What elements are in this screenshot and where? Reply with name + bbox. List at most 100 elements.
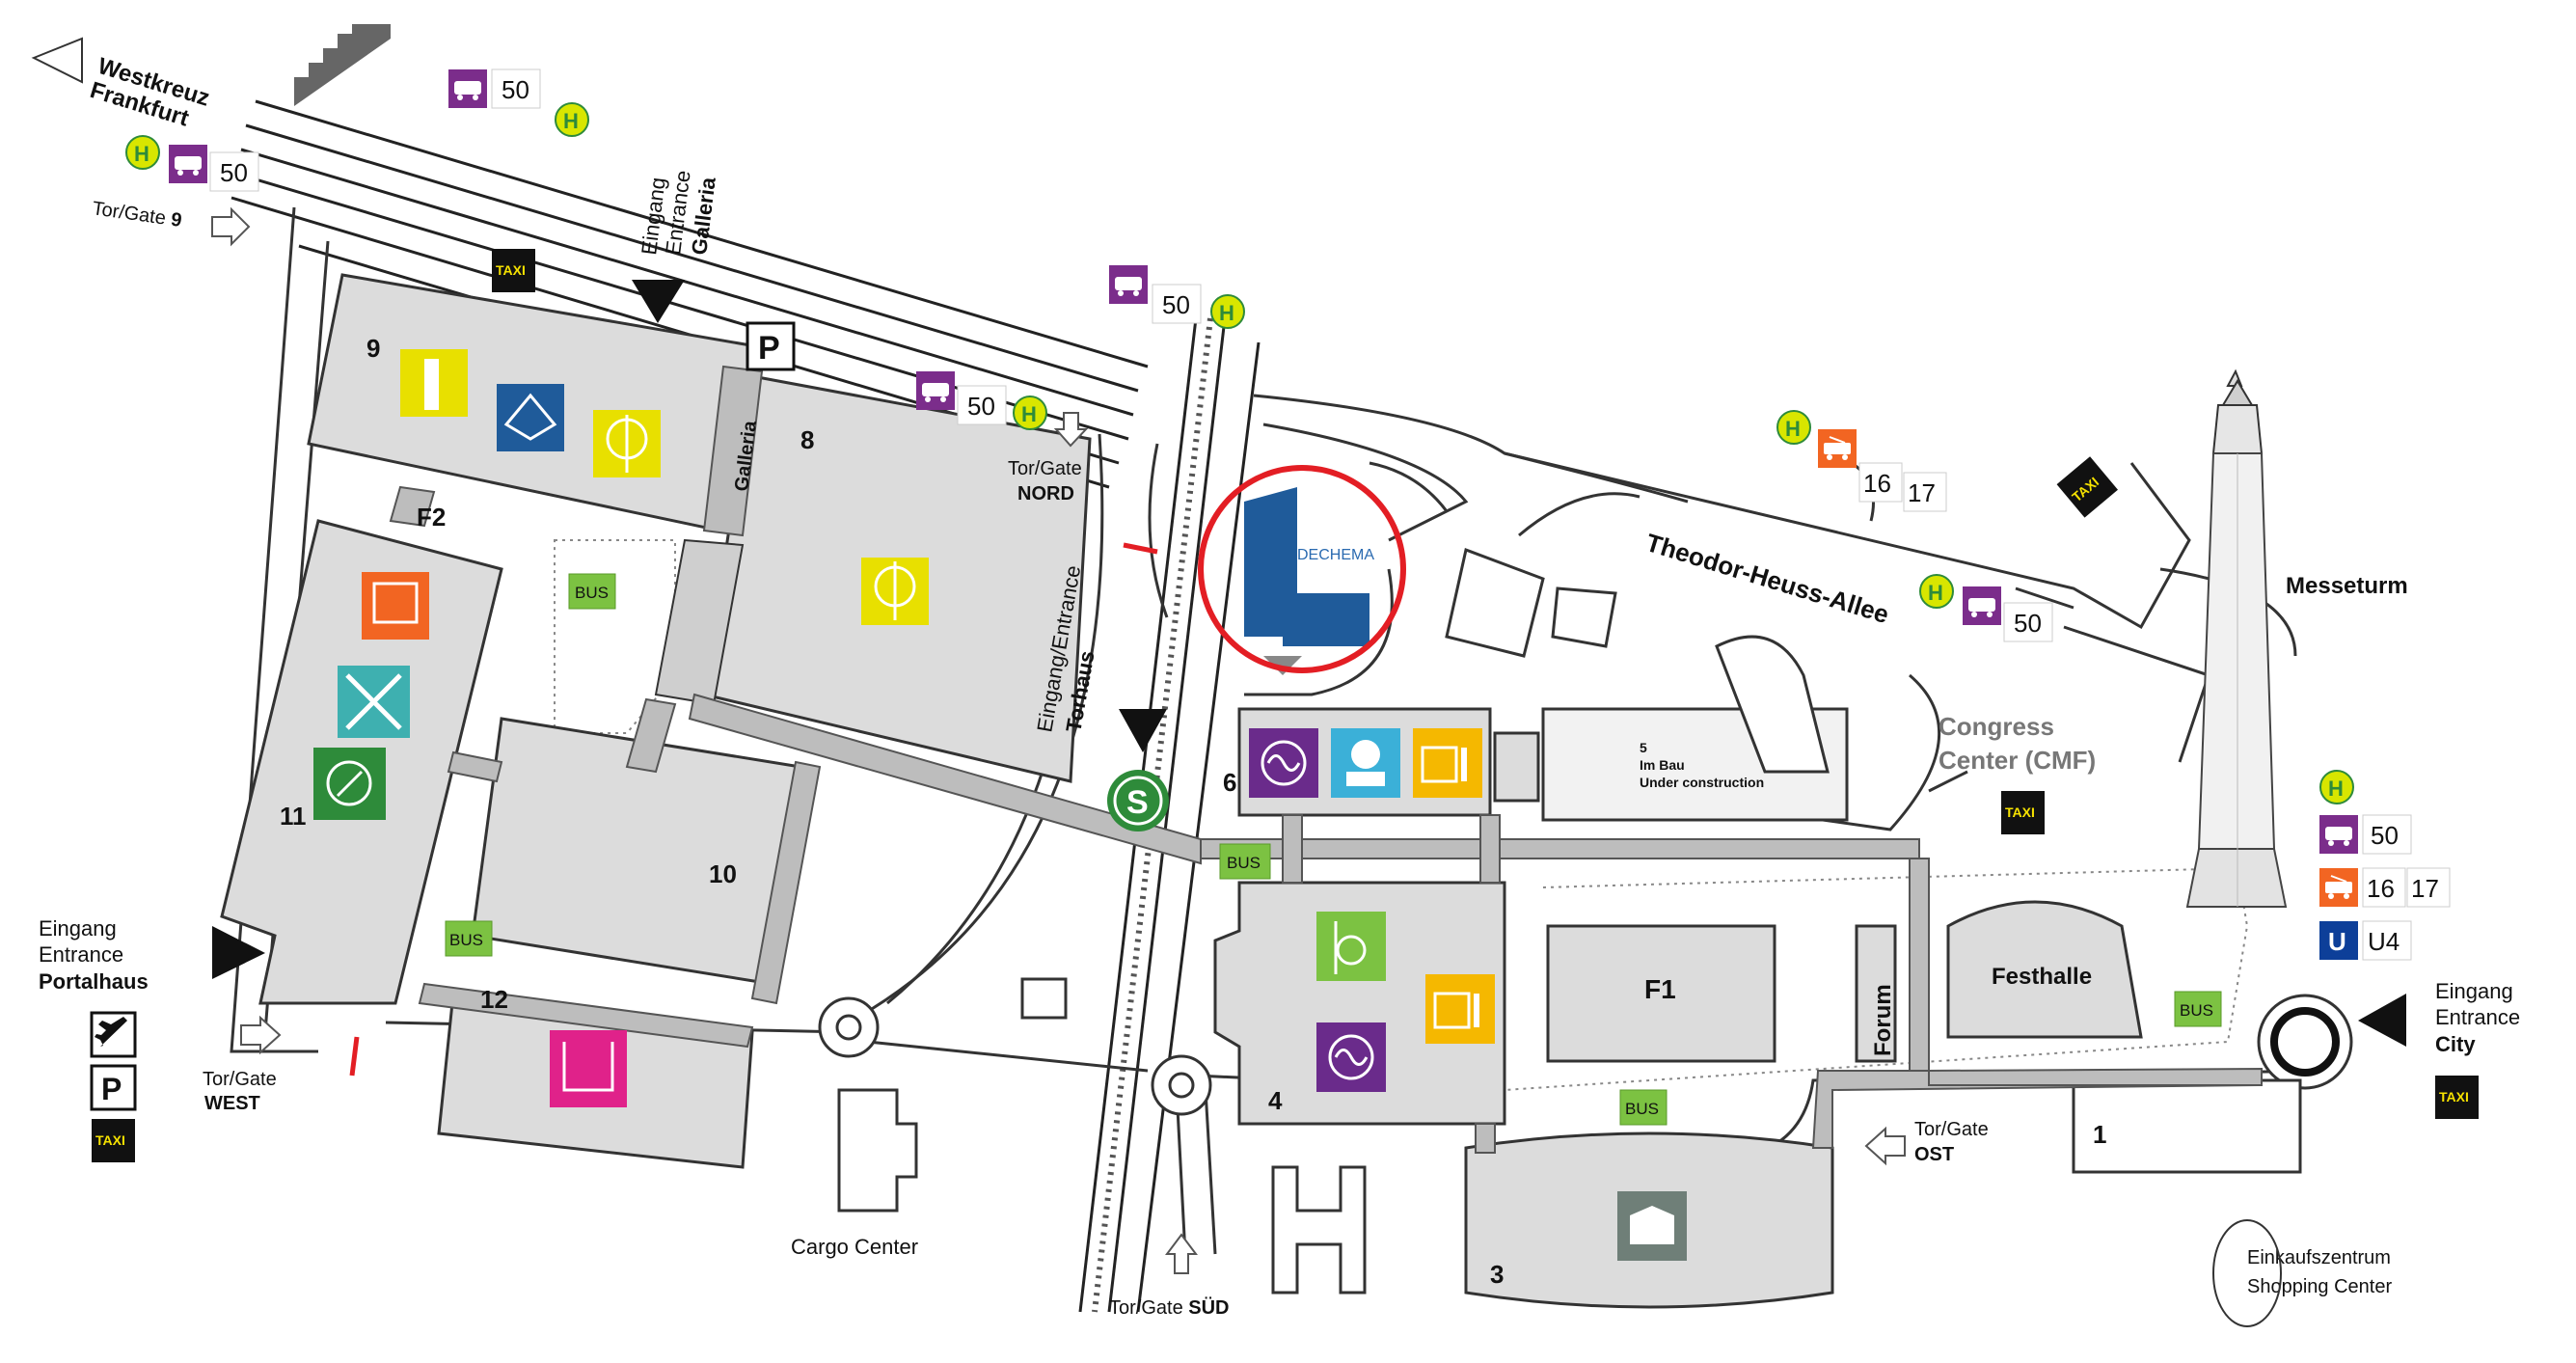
airport-icon: [90, 1011, 137, 1058]
svg-text:H: H: [1785, 417, 1801, 441]
svg-text:P: P: [758, 330, 780, 367]
svg-text:17: 17: [1908, 478, 1936, 507]
transit-badge-bus-50-west[interactable]: H 50: [125, 135, 259, 192]
svg-text:NORD: NORD: [1017, 483, 1074, 504]
transit-badge-bus-50-torhaus[interactable]: 50 H: [1109, 265, 1245, 329]
entrance-arrow-icon: [632, 280, 685, 323]
hall-f1-label: F1: [1644, 974, 1676, 1004]
transit-badge-tram-16-17[interactable]: H 16 17: [1776, 410, 1947, 512]
taxi-signs: TAXI TAXI TAXI TAXI TAXI: [92, 249, 2479, 1162]
svg-text:H: H: [1219, 301, 1234, 325]
entrance-arrow-icon: [1119, 709, 1167, 752]
transit-badge-bus-50-allee[interactable]: H 50: [1919, 574, 2053, 642]
svg-text:H: H: [1928, 581, 1943, 605]
svg-text:Entrance: Entrance: [39, 942, 123, 967]
gate-9[interactable]: Tor/Gate 9: [91, 198, 251, 247]
bus-icon: [2319, 815, 2358, 854]
dechema-building: DECHEMA: [1244, 487, 1374, 675]
hall-6-annex: [1493, 731, 1540, 803]
bus-icon: [1963, 586, 2001, 625]
svg-text:17: 17: [2411, 874, 2439, 903]
svg-text:50: 50: [967, 392, 995, 421]
transit-badge-bus-50-hall8[interactable]: 50 H: [916, 371, 1047, 430]
hall-labels: 9 8 F2 11 10 12 6 4 F1 3 1 5 Im Bau Unde…: [280, 334, 2106, 1289]
hall-12-label: 12: [480, 985, 508, 1014]
svg-text:OST: OST: [1914, 1144, 1954, 1165]
gate-west[interactable]: Tor/Gate WEST: [203, 1015, 282, 1114]
svg-text:Portalhaus: Portalhaus: [39, 969, 149, 994]
entrance-arrow-icon: [212, 926, 265, 979]
svg-text:Eingang: Eingang: [2435, 979, 2513, 1003]
hall-5-status-en: Under construction: [1640, 775, 1764, 790]
svg-text:50: 50: [502, 75, 529, 104]
tram-icon: [1817, 428, 1857, 469]
hall-10-label: 10: [709, 859, 737, 888]
forum-label: Forum: [1870, 984, 1896, 1056]
barriers: [349, 542, 1158, 1077]
svg-text:WEST: WEST: [204, 1093, 260, 1114]
gate-nord[interactable]: Tor/Gate NORD: [1008, 412, 1089, 504]
svg-text:Eingang: Eingang: [39, 916, 117, 940]
svg-text:50: 50: [2371, 821, 2399, 850]
taxi-icon: [2001, 791, 2045, 834]
dechema-highlight-circle: [1198, 465, 1406, 673]
svg-text:16: 16: [2367, 874, 2395, 903]
svg-text:H: H: [2328, 777, 2344, 801]
parking-signs: P P: [90, 321, 796, 1111]
gate-arrow-icon: [240, 1015, 282, 1055]
svg-text:TAXI: TAXI: [2005, 804, 2035, 820]
svg-text:BUS: BUS: [1227, 854, 1261, 872]
hall-f1: [1546, 924, 1776, 1063]
congress-label-2: Center (CMF): [1939, 746, 2096, 775]
svg-text:Tor/Gate: Tor/Gate: [1914, 1119, 1989, 1140]
congress-label-1: Congress: [1939, 712, 2054, 741]
small-building: [1020, 977, 1068, 1020]
tram-icon: [2318, 867, 2359, 908]
svg-text:TAXI: TAXI: [95, 1132, 125, 1148]
gate-ost[interactable]: Tor/Gate OST: [1864, 1119, 1989, 1166]
svg-text:TAXI: TAXI: [496, 262, 526, 278]
hall-4: [1213, 881, 1506, 1126]
parking-icon: [90, 1064, 137, 1111]
svg-text:BUS: BUS: [449, 931, 483, 949]
hall-3-label: 3: [1490, 1260, 1504, 1289]
svg-text:16: 16: [1863, 469, 1891, 498]
shopping-label-1: Einkaufszentrum: [2247, 1247, 2391, 1268]
entrance-portalhaus[interactable]: Eingang Entrance Portalhaus: [39, 916, 265, 994]
bus-icon: [1109, 265, 1148, 304]
bus-icon: [916, 371, 955, 410]
messeturm-tower: [2185, 368, 2288, 908]
sbahn-station[interactable]: S: [1107, 770, 1169, 831]
svg-text:City: City: [2435, 1032, 2476, 1056]
svg-text:BUS: BUS: [2180, 1001, 2213, 1020]
hall-f2-label: F2: [417, 503, 446, 532]
hall-5-status: Im Bau: [1640, 757, 1685, 773]
gate-sued[interactable]: Tor/Gate SÜD: [1109, 1233, 1230, 1319]
svg-text:50: 50: [2014, 609, 2042, 638]
svg-text:50: 50: [1162, 290, 1190, 319]
shopping-center-outline: [2212, 1219, 2282, 1327]
entrance-galleria[interactable]: Eingang Entrance Galleria: [632, 169, 720, 323]
svg-text:TAXI: TAXI: [2439, 1089, 2469, 1104]
h-building: [1271, 1165, 1367, 1295]
messeturm-label: Messeturm: [2286, 573, 2408, 599]
svg-text:Tor/Gate: Tor/Gate: [1008, 458, 1082, 479]
ubahn-icon: [2319, 921, 2358, 960]
bus-icon: [448, 69, 487, 108]
bus-icon: [169, 145, 207, 183]
hall-4-label: 4: [1268, 1086, 1283, 1115]
stairs-icon: [294, 24, 391, 106]
svg-text:S: S: [1126, 784, 1149, 821]
transit-legend-city: H 50 16 17 U U4: [2318, 770, 2451, 961]
torhaus-building: [1445, 547, 1545, 658]
hall-5-label: 5: [1640, 740, 1647, 755]
svg-text:H: H: [1021, 402, 1037, 426]
transit-badge-bus-50[interactable]: 50 H: [448, 68, 589, 137]
street-label: Theodor-Heuss-Allee: [1642, 528, 1892, 629]
info-book-icon: [1413, 728, 1482, 798]
svg-text:BUS: BUS: [1625, 1100, 1659, 1118]
entrance-city[interactable]: Eingang Entrance City: [2358, 979, 2520, 1056]
forum: [1855, 924, 1897, 1063]
walkways: [389, 485, 2263, 1154]
